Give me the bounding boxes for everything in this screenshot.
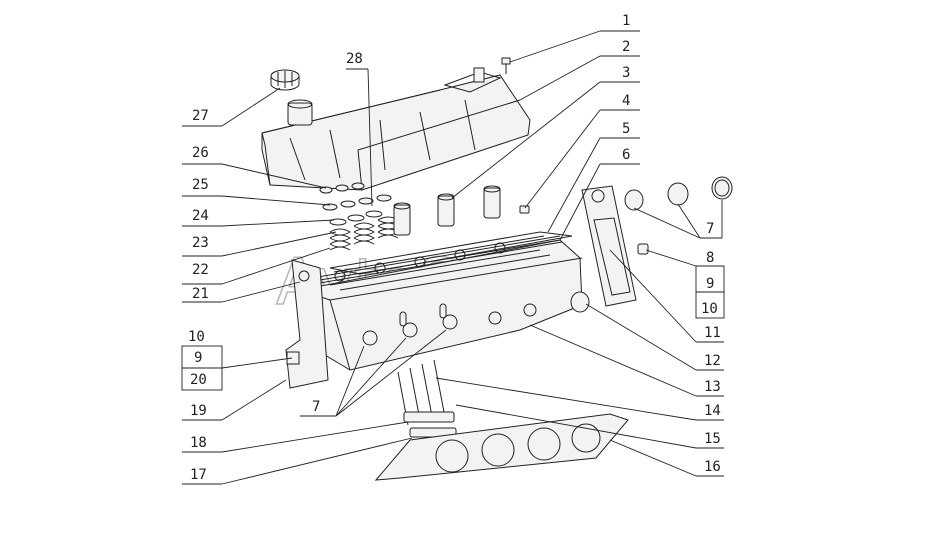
tappets — [393, 185, 501, 236]
callout-22: 22 — [192, 262, 209, 278]
oil-filler-cap — [270, 69, 300, 91]
leader-lines — [181, 30, 725, 485]
head-gasket — [374, 413, 629, 481]
callout-25: 25 — [192, 177, 209, 193]
callout-17: 17 — [190, 467, 207, 483]
callout-7-top: 7 — [706, 221, 714, 237]
valve-cover — [261, 67, 531, 191]
callout-23: 23 — [192, 235, 209, 251]
callout-10-left: 10 — [188, 329, 205, 345]
front-bracket — [581, 185, 637, 307]
callout-9-left: 9 — [194, 350, 202, 366]
callout-1: 1 — [622, 13, 630, 29]
callout-5: 5 — [622, 121, 630, 137]
valve-keepers — [319, 182, 392, 226]
callout-3: 3 — [622, 65, 630, 81]
callout-28: 28 — [346, 51, 363, 67]
head-bolts — [397, 359, 457, 438]
callout-21: 21 — [192, 286, 209, 302]
callout-8: 8 — [706, 250, 714, 266]
callout-13: 13 — [704, 379, 721, 395]
callout-7-bottom: 7 — [312, 399, 320, 415]
cover-bolt — [501, 57, 511, 74]
callout-16: 16 — [704, 459, 721, 475]
small-nut — [519, 205, 530, 214]
bracket-bolt — [637, 243, 649, 255]
callout-11: 11 — [704, 325, 721, 341]
callout-19: 19 — [190, 403, 207, 419]
callout-18: 18 — [190, 435, 207, 451]
camshaft — [299, 235, 563, 287]
callout-26: 26 — [192, 145, 209, 161]
callout-10-right: 10 — [701, 301, 718, 317]
callout-20: 20 — [190, 372, 207, 388]
callout-15: 15 — [704, 431, 721, 447]
rear-bracket — [285, 259, 329, 389]
callout-6: 6 — [622, 147, 630, 163]
callout-24: 24 — [192, 208, 209, 224]
round-cover — [570, 291, 590, 313]
callout-labels: 1 2 3 4 5 6 7 8 9 10 11 12 13 14 15 16 1… — [188, 13, 721, 483]
callout-27: 27 — [192, 108, 209, 124]
callout-4: 4 — [622, 93, 630, 109]
callout-14: 14 — [704, 403, 721, 419]
callout-2: 2 — [622, 39, 630, 55]
callout-12: 12 — [704, 353, 721, 369]
callout-9-right: 9 — [706, 276, 714, 292]
expansion-plugs — [624, 176, 733, 211]
